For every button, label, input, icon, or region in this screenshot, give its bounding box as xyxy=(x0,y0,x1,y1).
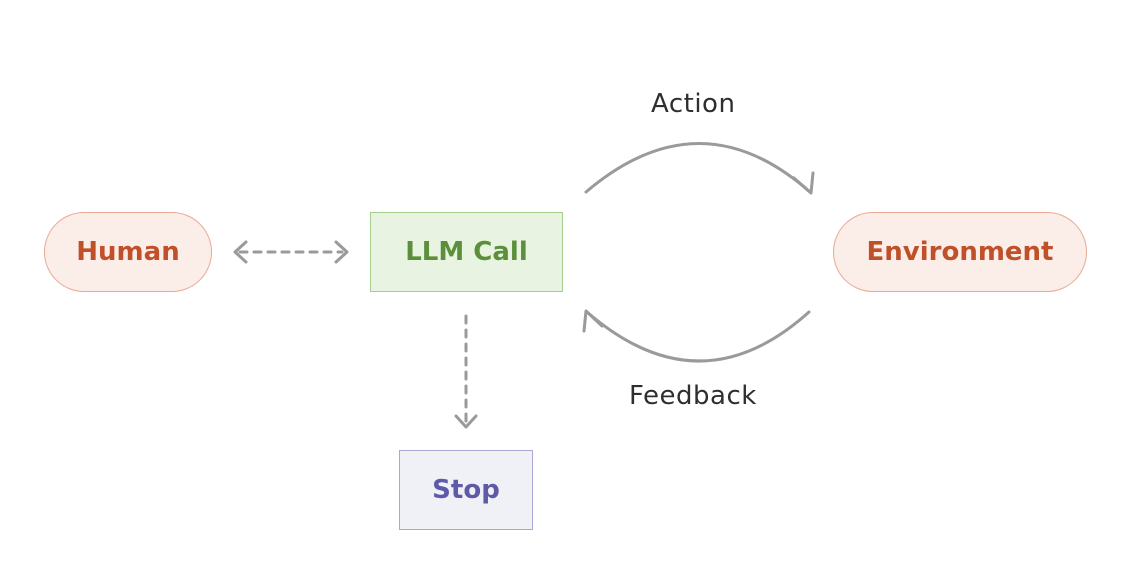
feedback-edge-label: Feedback xyxy=(629,381,757,411)
environment-label: Environment xyxy=(866,237,1054,267)
llm-stop-dashed-arrow xyxy=(454,314,478,429)
stop-label: Stop xyxy=(432,475,500,505)
llm-call-node: LLM Call xyxy=(370,212,563,292)
environment-node: Environment xyxy=(833,212,1087,292)
human-node: Human xyxy=(44,212,212,292)
action-arc-arrow xyxy=(584,142,815,195)
action-edge-label: Action xyxy=(651,89,736,119)
stop-node: Stop xyxy=(399,450,533,530)
human-llm-dashed-arrow xyxy=(233,240,349,264)
llm-call-label: LLM Call xyxy=(405,237,528,267)
feedback-arc-arrow xyxy=(582,309,811,363)
human-label: Human xyxy=(76,237,180,267)
